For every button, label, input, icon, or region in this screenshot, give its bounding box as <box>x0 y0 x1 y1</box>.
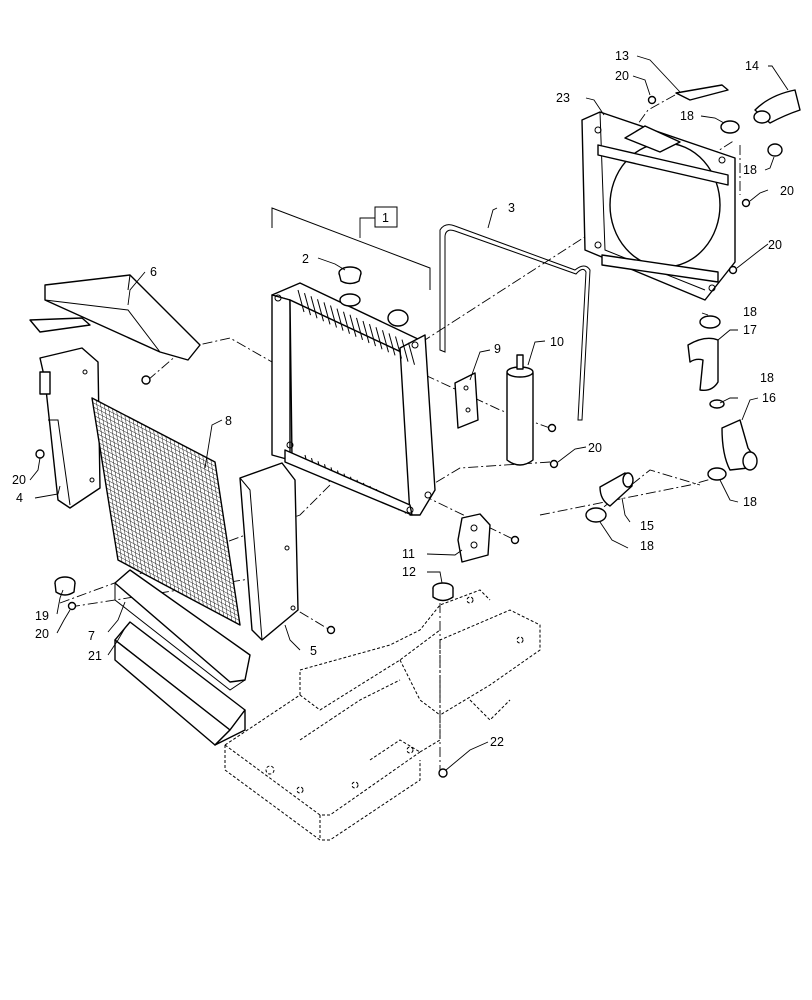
part-14-upper-hose <box>753 89 801 124</box>
part-1-bracket <box>271 207 431 290</box>
callout-18e: 18 <box>743 495 757 509</box>
callout-20a: 20 <box>12 473 26 487</box>
callout-10: 10 <box>550 335 564 349</box>
callout-4: 4 <box>16 491 23 505</box>
callout-20d: 20 <box>615 69 629 83</box>
part-16-lower-hose <box>721 419 758 471</box>
callout-19: 19 <box>35 609 49 623</box>
callout-14: 14 <box>745 59 759 73</box>
callout-6: 6 <box>150 265 157 279</box>
callout-22: 22 <box>490 735 504 749</box>
callout-labels: 1 2 3 4 5 6 7 8 9 10 11 12 13 14 15 16 1… <box>12 49 794 749</box>
bolts <box>35 95 751 778</box>
callout-8: 8 <box>225 414 232 428</box>
callout-2: 2 <box>302 252 309 266</box>
callout-17: 17 <box>743 323 757 337</box>
callout-18d: 18 <box>760 371 774 385</box>
callout-20f: 20 <box>768 238 782 252</box>
callout-1: 1 <box>382 211 389 225</box>
part-9-bracket <box>454 372 479 429</box>
part-17-hose <box>687 337 719 392</box>
callout-16: 16 <box>762 391 776 405</box>
callout-18a: 18 <box>680 109 694 123</box>
callout-20e: 20 <box>780 184 794 198</box>
part-2-radiator-cap <box>338 266 362 285</box>
callout-18f: 18 <box>640 539 654 553</box>
callout-18c: 18 <box>743 305 757 319</box>
part-4-left-baffle <box>39 347 101 509</box>
callout-13: 13 <box>615 49 629 63</box>
callout-21: 21 <box>88 649 102 663</box>
callout-box-1 <box>374 206 398 228</box>
part-12-rubber-mount <box>432 582 454 602</box>
callout-15: 15 <box>640 519 654 533</box>
radiator <box>271 282 436 516</box>
callout-12: 12 <box>402 565 416 579</box>
callout-23: 23 <box>556 91 570 105</box>
part-11-mount-bracket <box>457 513 491 563</box>
part-6-top-baffle <box>29 274 201 361</box>
part-5-right-baffle <box>239 462 299 641</box>
callout-3: 3 <box>508 201 515 215</box>
part-7-lower-seal <box>114 569 251 691</box>
leader-lines <box>29 55 789 771</box>
callout-18b: 18 <box>743 163 757 177</box>
callout-20c: 20 <box>588 441 602 455</box>
callout-20b: 20 <box>35 627 49 641</box>
part-19-knob <box>54 576 76 596</box>
part-21-bottom-block <box>114 621 246 746</box>
hose-clamps <box>585 120 783 523</box>
part-3-seal-strip <box>439 224 591 421</box>
part-15-hose <box>599 472 634 507</box>
callout-9: 9 <box>494 342 501 356</box>
part-10-expansion-tank <box>506 354 534 466</box>
part-8-mesh-screen <box>91 397 241 626</box>
callout-7: 7 <box>88 629 95 643</box>
callout-5: 5 <box>310 644 317 658</box>
part-13-bracket <box>675 84 729 101</box>
chassis-frame <box>224 589 541 841</box>
callout-11: 11 <box>402 547 415 561</box>
part-23-fan-shroud <box>581 111 736 301</box>
